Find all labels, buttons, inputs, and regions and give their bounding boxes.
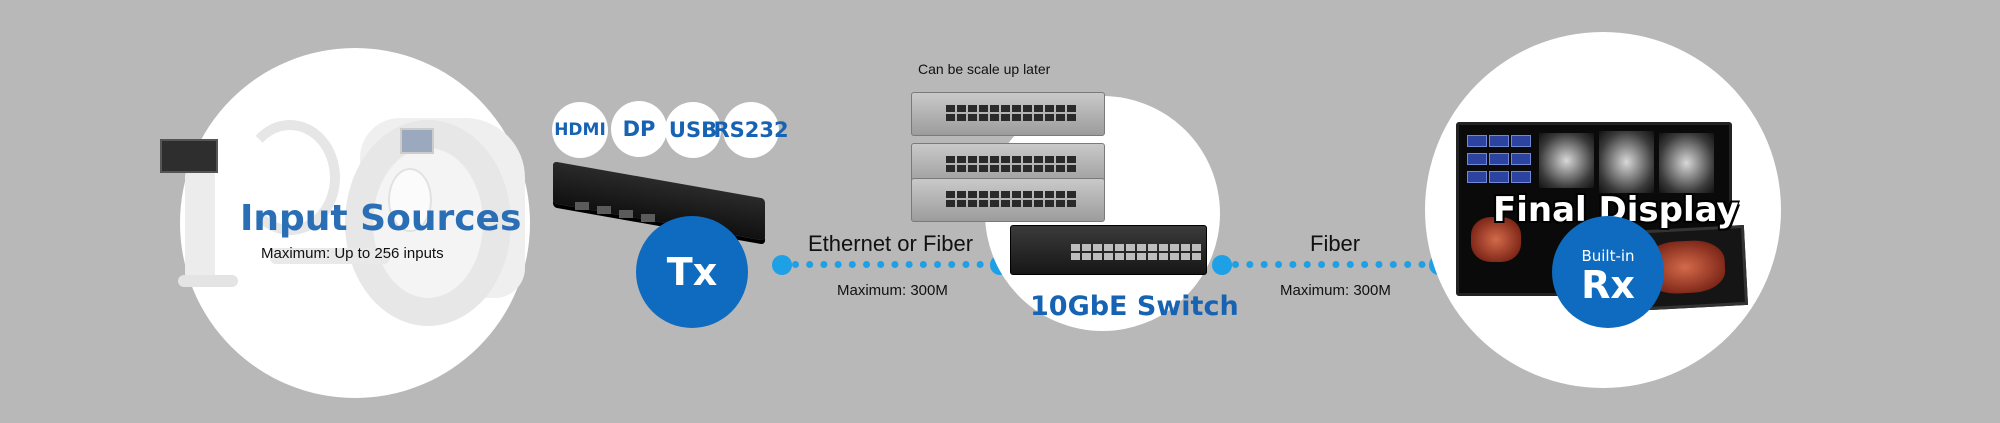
link1-max: Maximum: 300M: [837, 282, 948, 299]
rx-badge: Built-in Rx: [1552, 216, 1664, 328]
link1-medium: Ethernet or Fiber: [808, 231, 974, 256]
interface-badge-rs232: RS232: [713, 102, 789, 158]
link2-line: [1232, 261, 1440, 268]
interface-badge-hdmi: HDMI: [552, 102, 608, 158]
link1-line: [792, 261, 998, 268]
tablet-image: [160, 139, 218, 173]
interface-badge-usb: USB: [665, 102, 721, 158]
link2-start-node: [1212, 255, 1232, 275]
link1-start-node: [772, 255, 792, 275]
rx-built-in-label: Built-in: [1581, 247, 1635, 265]
switch-scale-note: Can be scale up later: [918, 61, 1051, 77]
input-sources-subtitle: Maximum: Up to 256 inputs: [261, 245, 444, 262]
interface-badge-dp: DP: [611, 101, 667, 157]
rx-label: Rx: [1581, 263, 1635, 307]
link2-medium: Fiber: [1310, 231, 1361, 256]
link2-max: Maximum: 300M: [1280, 282, 1391, 299]
switch-label: 10GbE Switch: [1030, 291, 1239, 322]
input-sources-title: Input Sources: [240, 198, 522, 239]
tx-badge: Tx: [636, 216, 748, 328]
tx-label: Tx: [666, 250, 718, 294]
